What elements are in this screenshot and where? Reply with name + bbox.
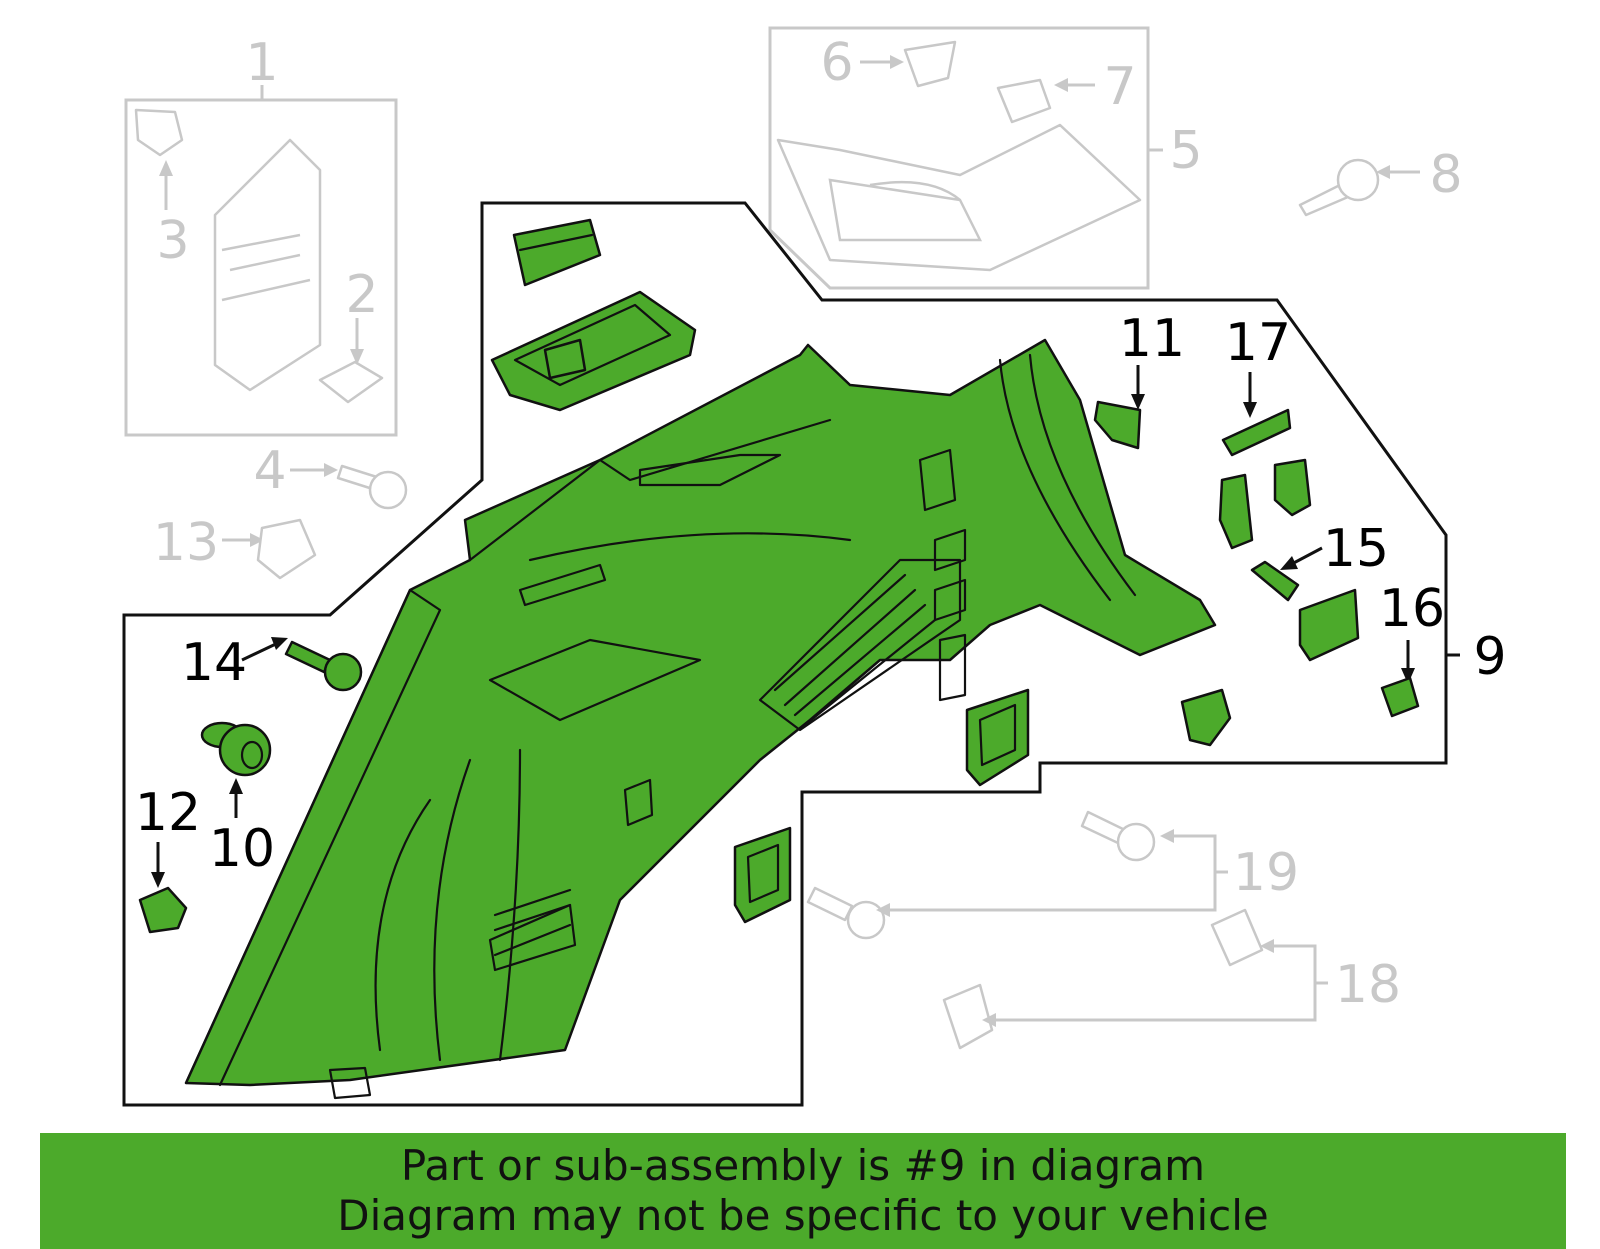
callout-17: 17 [1225, 313, 1291, 373]
part-1-assembly [124, 85, 398, 437]
part-9-bracket [733, 688, 1030, 924]
callout-1: 1 [245, 33, 278, 93]
callout-14: 14 [181, 633, 247, 693]
part-15-clip [1250, 546, 1323, 602]
callout-11: 11 [1119, 309, 1185, 369]
part-16-clip [1380, 640, 1420, 718]
callout-5: 5 [1169, 121, 1202, 181]
info-banner: Part or sub-assembly is #9 in diagram Di… [40, 1133, 1566, 1249]
part-17-clip [1221, 372, 1292, 457]
callout-13: 13 [153, 513, 219, 573]
callout-12: 12 [135, 783, 201, 843]
part-11-clip [1093, 365, 1145, 450]
banner-line-1: Part or sub-assembly is #9 in diagram [400, 1141, 1206, 1190]
callout-3: 3 [156, 211, 189, 271]
callout-6: 6 [820, 33, 853, 93]
callout-15: 15 [1323, 519, 1389, 579]
callout-19: 19 [1233, 843, 1299, 903]
part-9-frame [122, 201, 1448, 1107]
part-13-clip [222, 518, 317, 580]
part-9-storage-bin [490, 218, 697, 412]
callout-16: 16 [1379, 579, 1445, 639]
part-9-small-clips [1180, 458, 1360, 747]
part-12-clip [138, 842, 188, 934]
callout-4: 4 [253, 441, 286, 501]
part-8-screw [1298, 158, 1420, 217]
part-5-assembly [768, 26, 1163, 290]
callout-2: 2 [345, 265, 378, 325]
part-14-screw [241, 637, 363, 692]
part-10-push-pin [200, 721, 272, 818]
callout-9: 9 [1473, 627, 1506, 687]
banner-line-2: Diagram may not be specific to your vehi… [337, 1191, 1269, 1240]
part-4-screw [290, 463, 408, 510]
callout-8: 8 [1429, 145, 1462, 205]
part-9-quarter-trim-panel [184, 338, 1217, 1100]
callout-7: 7 [1103, 57, 1136, 117]
part-18-clips [942, 908, 1328, 1050]
callout-18: 18 [1335, 955, 1401, 1015]
part-19-screws [806, 810, 1228, 940]
callout-10: 10 [209, 819, 275, 879]
